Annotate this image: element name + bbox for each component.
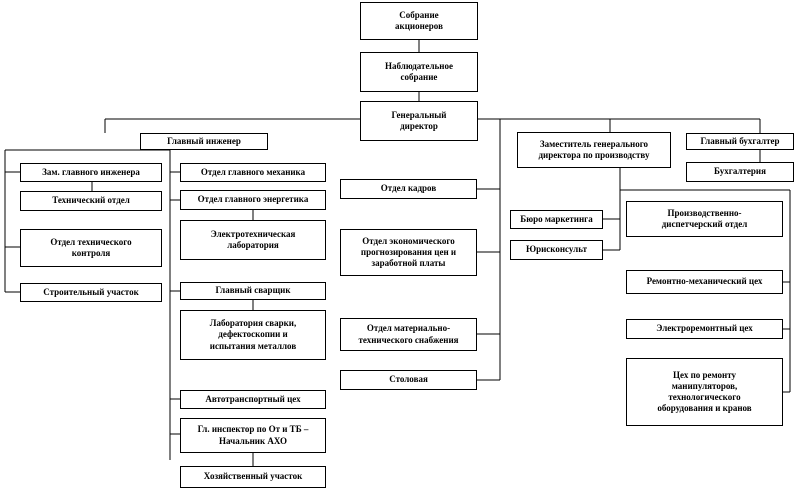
node-chief-inspector-aho: Гл. инспектор по От и ТБ – Начальник АХО <box>180 418 326 453</box>
node-deputy-gd-production: Заместитель генерального директора по пр… <box>517 132 671 168</box>
node-household-site: Хозяйственный участок <box>180 466 326 488</box>
node-shareholders-meeting: Собрание акционеров <box>360 2 478 40</box>
node-technical-dept: Технический отдел <box>20 191 162 211</box>
node-chief-power-engineer-dept: Отдел главного энергетика <box>180 190 326 210</box>
node-production-dispatch-dept: Производственно- диспетчерский отдел <box>626 201 783 237</box>
node-chief-accountant: Главный бухгалтер <box>686 133 794 150</box>
node-welding-lab: Лаборатория сварки, дефектоскопии и испы… <box>180 310 326 360</box>
node-repair-mechanical-shop: Ремонтно-механический цех <box>626 270 783 294</box>
node-manipulator-repair-shop: Цех по ремонту манипуляторов, технологич… <box>626 358 783 426</box>
node-electrical-repair-shop: Электроремонтный цех <box>626 319 783 339</box>
node-accounting: Бухгалтерия <box>686 162 794 182</box>
node-motor-transport-shop: Автотранспортный цех <box>180 390 326 409</box>
node-electrotechnical-lab: Электротехническая лаборатория <box>180 220 326 260</box>
node-chief-mechanic-dept: Отдел главного механика <box>180 163 326 182</box>
node-technical-control-dept: Отдел технического контроля <box>20 229 162 267</box>
node-legal-advisor: Юрисконсульт <box>510 240 603 260</box>
node-hr-dept: Отдел кадров <box>340 179 477 199</box>
node-deputy-chief-engineer: Зам. главного инженера <box>20 163 162 182</box>
node-logistics-dept: Отдел материально- технического снабжени… <box>340 318 477 351</box>
node-marketing-bureau: Бюро маркетинга <box>510 210 603 229</box>
node-canteen: Столовая <box>340 370 477 390</box>
node-pricing-wages-dept: Отдел экономического прогнозирования цен… <box>340 229 477 276</box>
node-chief-engineer: Главный инженер <box>140 133 268 150</box>
node-chief-welder: Главный сварщик <box>180 282 326 300</box>
node-construction-site: Строительный участок <box>20 283 162 302</box>
node-general-director: Генеральный директор <box>360 101 478 141</box>
node-supervisory-board: Наблюдательное собрание <box>360 52 478 92</box>
